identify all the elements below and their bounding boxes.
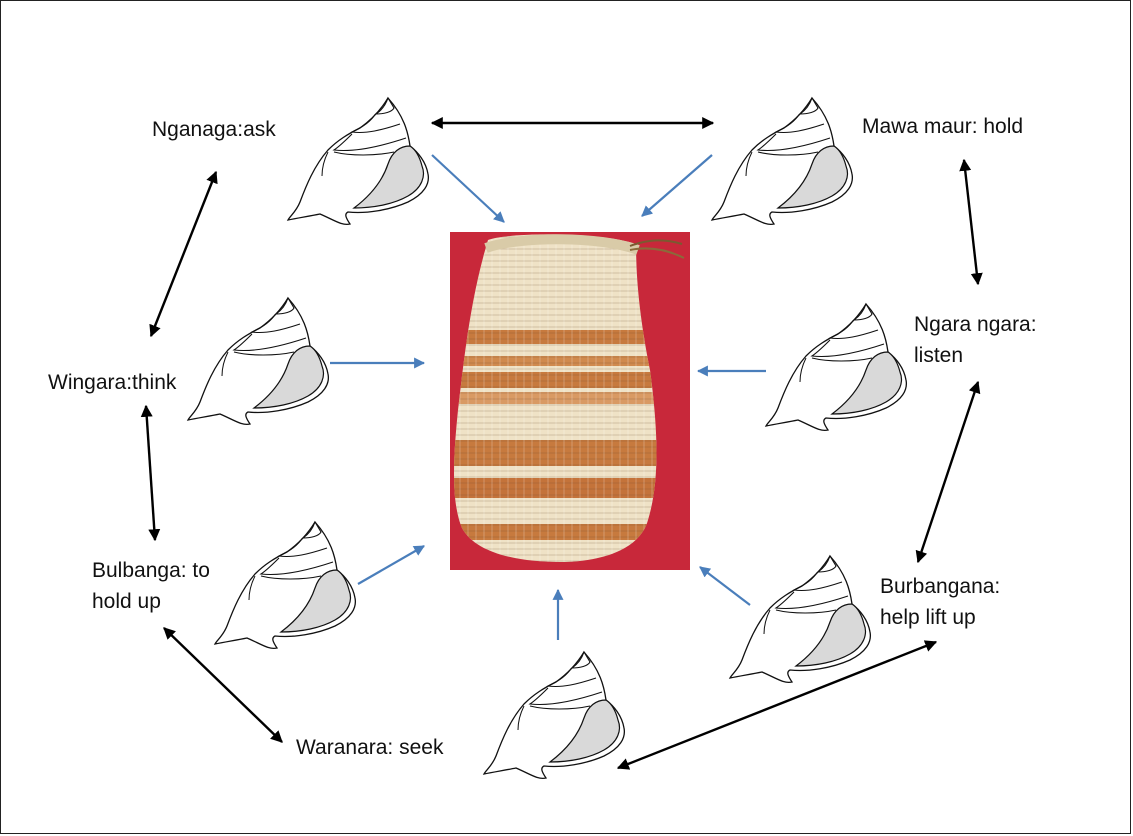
label-nganaga: Nganaga:ask: [152, 115, 276, 145]
conch-shell-icon: [215, 522, 355, 648]
conch-shell-icon: [484, 652, 624, 778]
conch-shell-icon: [730, 556, 870, 682]
cycle-arrow: [964, 160, 978, 284]
conch-shell-icon: [188, 298, 328, 424]
conch-shell-icon: [288, 98, 428, 224]
label-ngara-ngara-line2: listen: [914, 341, 963, 371]
inward-arrow: [432, 155, 504, 222]
label-burbangana-line2: help lift up: [880, 603, 976, 633]
inward-arrow: [642, 155, 712, 216]
cycle-arrow: [146, 406, 155, 540]
cycle-arrow: [918, 382, 978, 562]
inward-arrow: [358, 546, 424, 584]
label-waranara: Waranara: seek: [296, 733, 443, 763]
basket-photo: [440, 230, 690, 570]
conch-shell-icon: [712, 98, 852, 224]
label-bulbanga-line2: hold up: [92, 587, 161, 617]
cycle-arrow: [151, 172, 216, 336]
label-burbangana-line1: Burbangana:: [880, 572, 1000, 602]
label-mawa-maur: Mawa maur: hold: [862, 112, 1023, 142]
label-ngara-ngara-line1: Ngara ngara:: [914, 310, 1037, 340]
label-wingara: Wingara:think: [48, 368, 176, 398]
inward-arrow: [700, 567, 750, 605]
label-bulbanga-line1: Bulbanga: to: [92, 556, 210, 586]
conch-shell-icon: [766, 304, 906, 430]
